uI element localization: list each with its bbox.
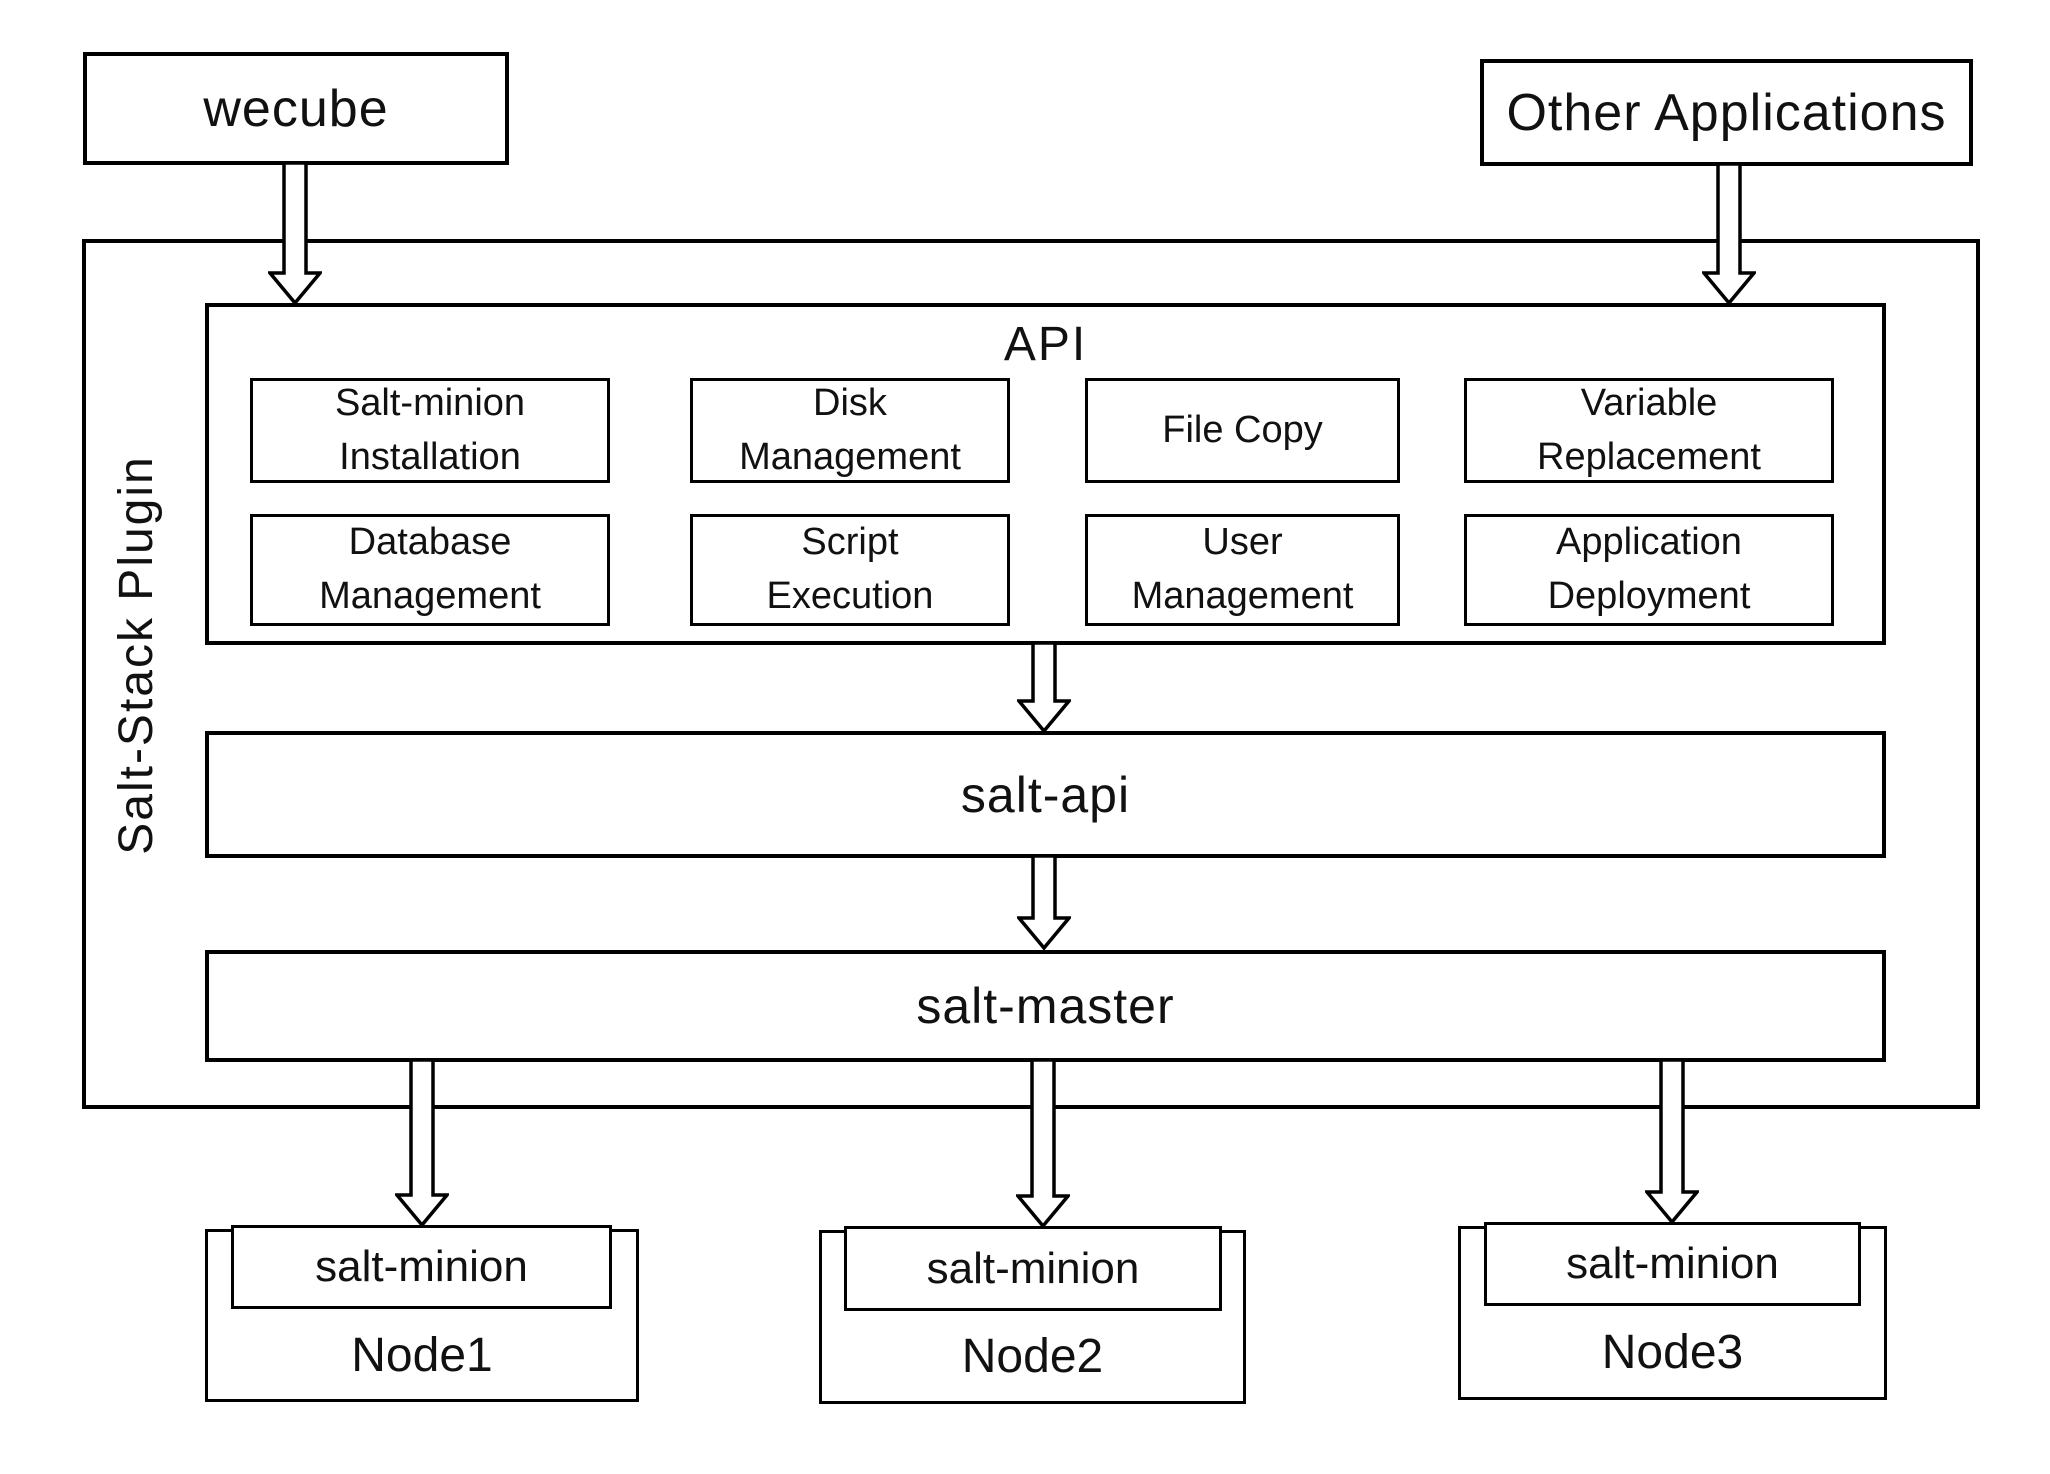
arrow-wecube-to-api <box>268 163 322 305</box>
module-disk-management: Disk Management <box>690 378 1010 483</box>
other-applications-box: Other Applications <box>1480 59 1973 166</box>
arrow-salt-master-to-node3 <box>1645 1060 1699 1224</box>
node1-salt-minion-label: salt-minion <box>315 1242 528 1291</box>
salt-api-label: salt-api <box>960 766 1131 823</box>
wecube-box: wecube <box>83 52 509 165</box>
node3-salt-minion-label: salt-minion <box>1566 1239 1779 1288</box>
wecube-label: wecube <box>203 79 389 138</box>
node1-label: Node1 <box>351 1329 493 1382</box>
api-section-title: API <box>1003 318 1088 371</box>
node1-salt-minion-box: salt-minion <box>231 1225 612 1309</box>
api-section-box: API Salt-minion Installation Disk Manage… <box>205 303 1886 645</box>
node2-salt-minion-box: salt-minion <box>844 1226 1222 1311</box>
module-variable-replacement: Variable Replacement <box>1464 378 1834 483</box>
node3-label: Node3 <box>1601 1326 1744 1379</box>
module-script-execution: Script Execution <box>690 514 1010 626</box>
node2-salt-minion-label: salt-minion <box>926 1243 1140 1293</box>
module-salt-minion-installation: Salt-minion Installation <box>250 378 610 483</box>
node2-label: Node2 <box>961 1330 1104 1383</box>
salt-stack-plugin-label: Salt-Stack Plugin <box>110 455 163 855</box>
arrow-salt-master-to-node2 <box>1016 1060 1070 1228</box>
salt-master-box: salt-master <box>205 950 1886 1062</box>
salt-master-label: salt-master <box>916 978 1175 1034</box>
module-user-management: User Management <box>1085 514 1400 626</box>
arrow-salt-master-to-node1 <box>395 1060 449 1227</box>
other-applications-label: Other Applications <box>1506 83 1947 142</box>
node3-salt-minion-box: salt-minion <box>1484 1222 1861 1306</box>
module-database-management: Database Management <box>250 514 610 626</box>
arrow-other-applications-to-api <box>1702 164 1756 305</box>
module-file-copy: File Copy <box>1085 378 1400 483</box>
salt-api-box: salt-api <box>205 731 1886 858</box>
module-application-deployment: Application Deployment <box>1464 514 1834 626</box>
arrow-salt-api-to-salt-master <box>1017 856 1071 950</box>
arrow-api-to-salt-api <box>1017 643 1071 733</box>
